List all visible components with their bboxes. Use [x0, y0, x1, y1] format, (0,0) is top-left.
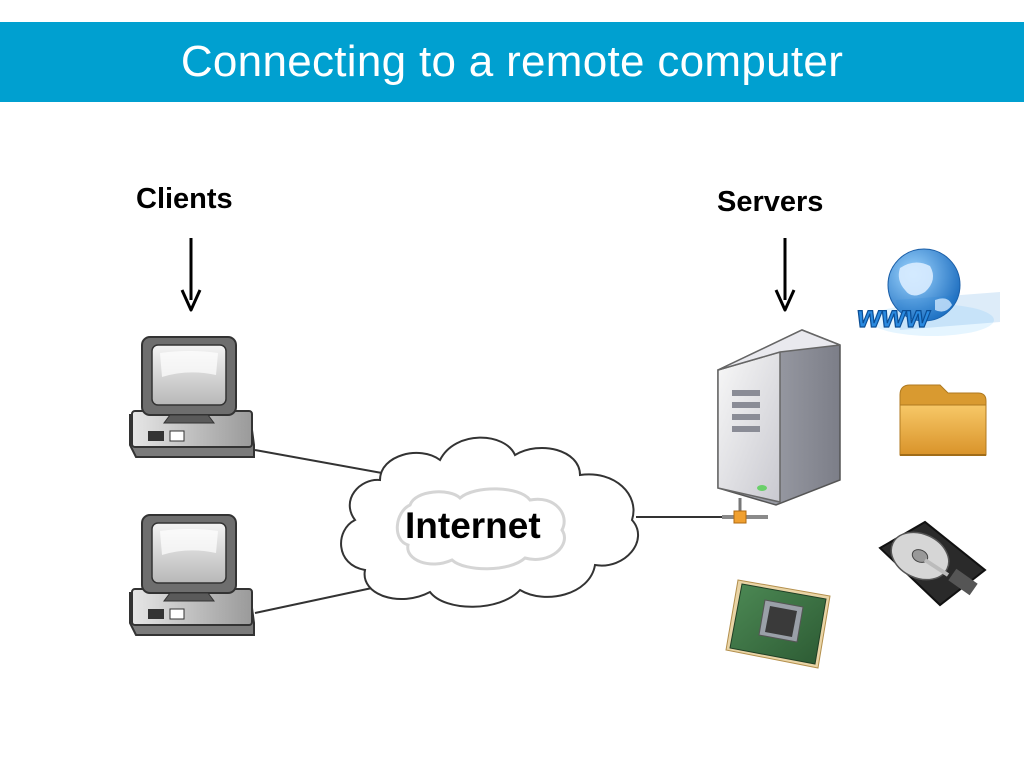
cpu-chip-icon — [725, 579, 831, 669]
client-computer-icon — [129, 336, 255, 458]
internet-label: Internet — [405, 505, 541, 546]
server-tower-icon — [717, 329, 841, 524]
clients-arrow — [180, 238, 202, 312]
title-bar: Connecting to a remote computer — [0, 22, 1024, 102]
slide-title: Connecting to a remote computer — [180, 37, 844, 86]
servers-arrow — [774, 238, 796, 312]
folder-icon — [899, 384, 987, 456]
clients-label: Clients — [136, 183, 233, 215]
servers-label: Servers — [717, 186, 824, 218]
globe-www-icon: www — [853, 248, 1000, 336]
cloud-icon — [340, 436, 639, 608]
svg-text:www: www — [854, 299, 933, 334]
connection-lines — [254, 449, 728, 614]
client-computer-icon — [129, 514, 255, 636]
hard-drive-icon — [874, 520, 987, 616]
